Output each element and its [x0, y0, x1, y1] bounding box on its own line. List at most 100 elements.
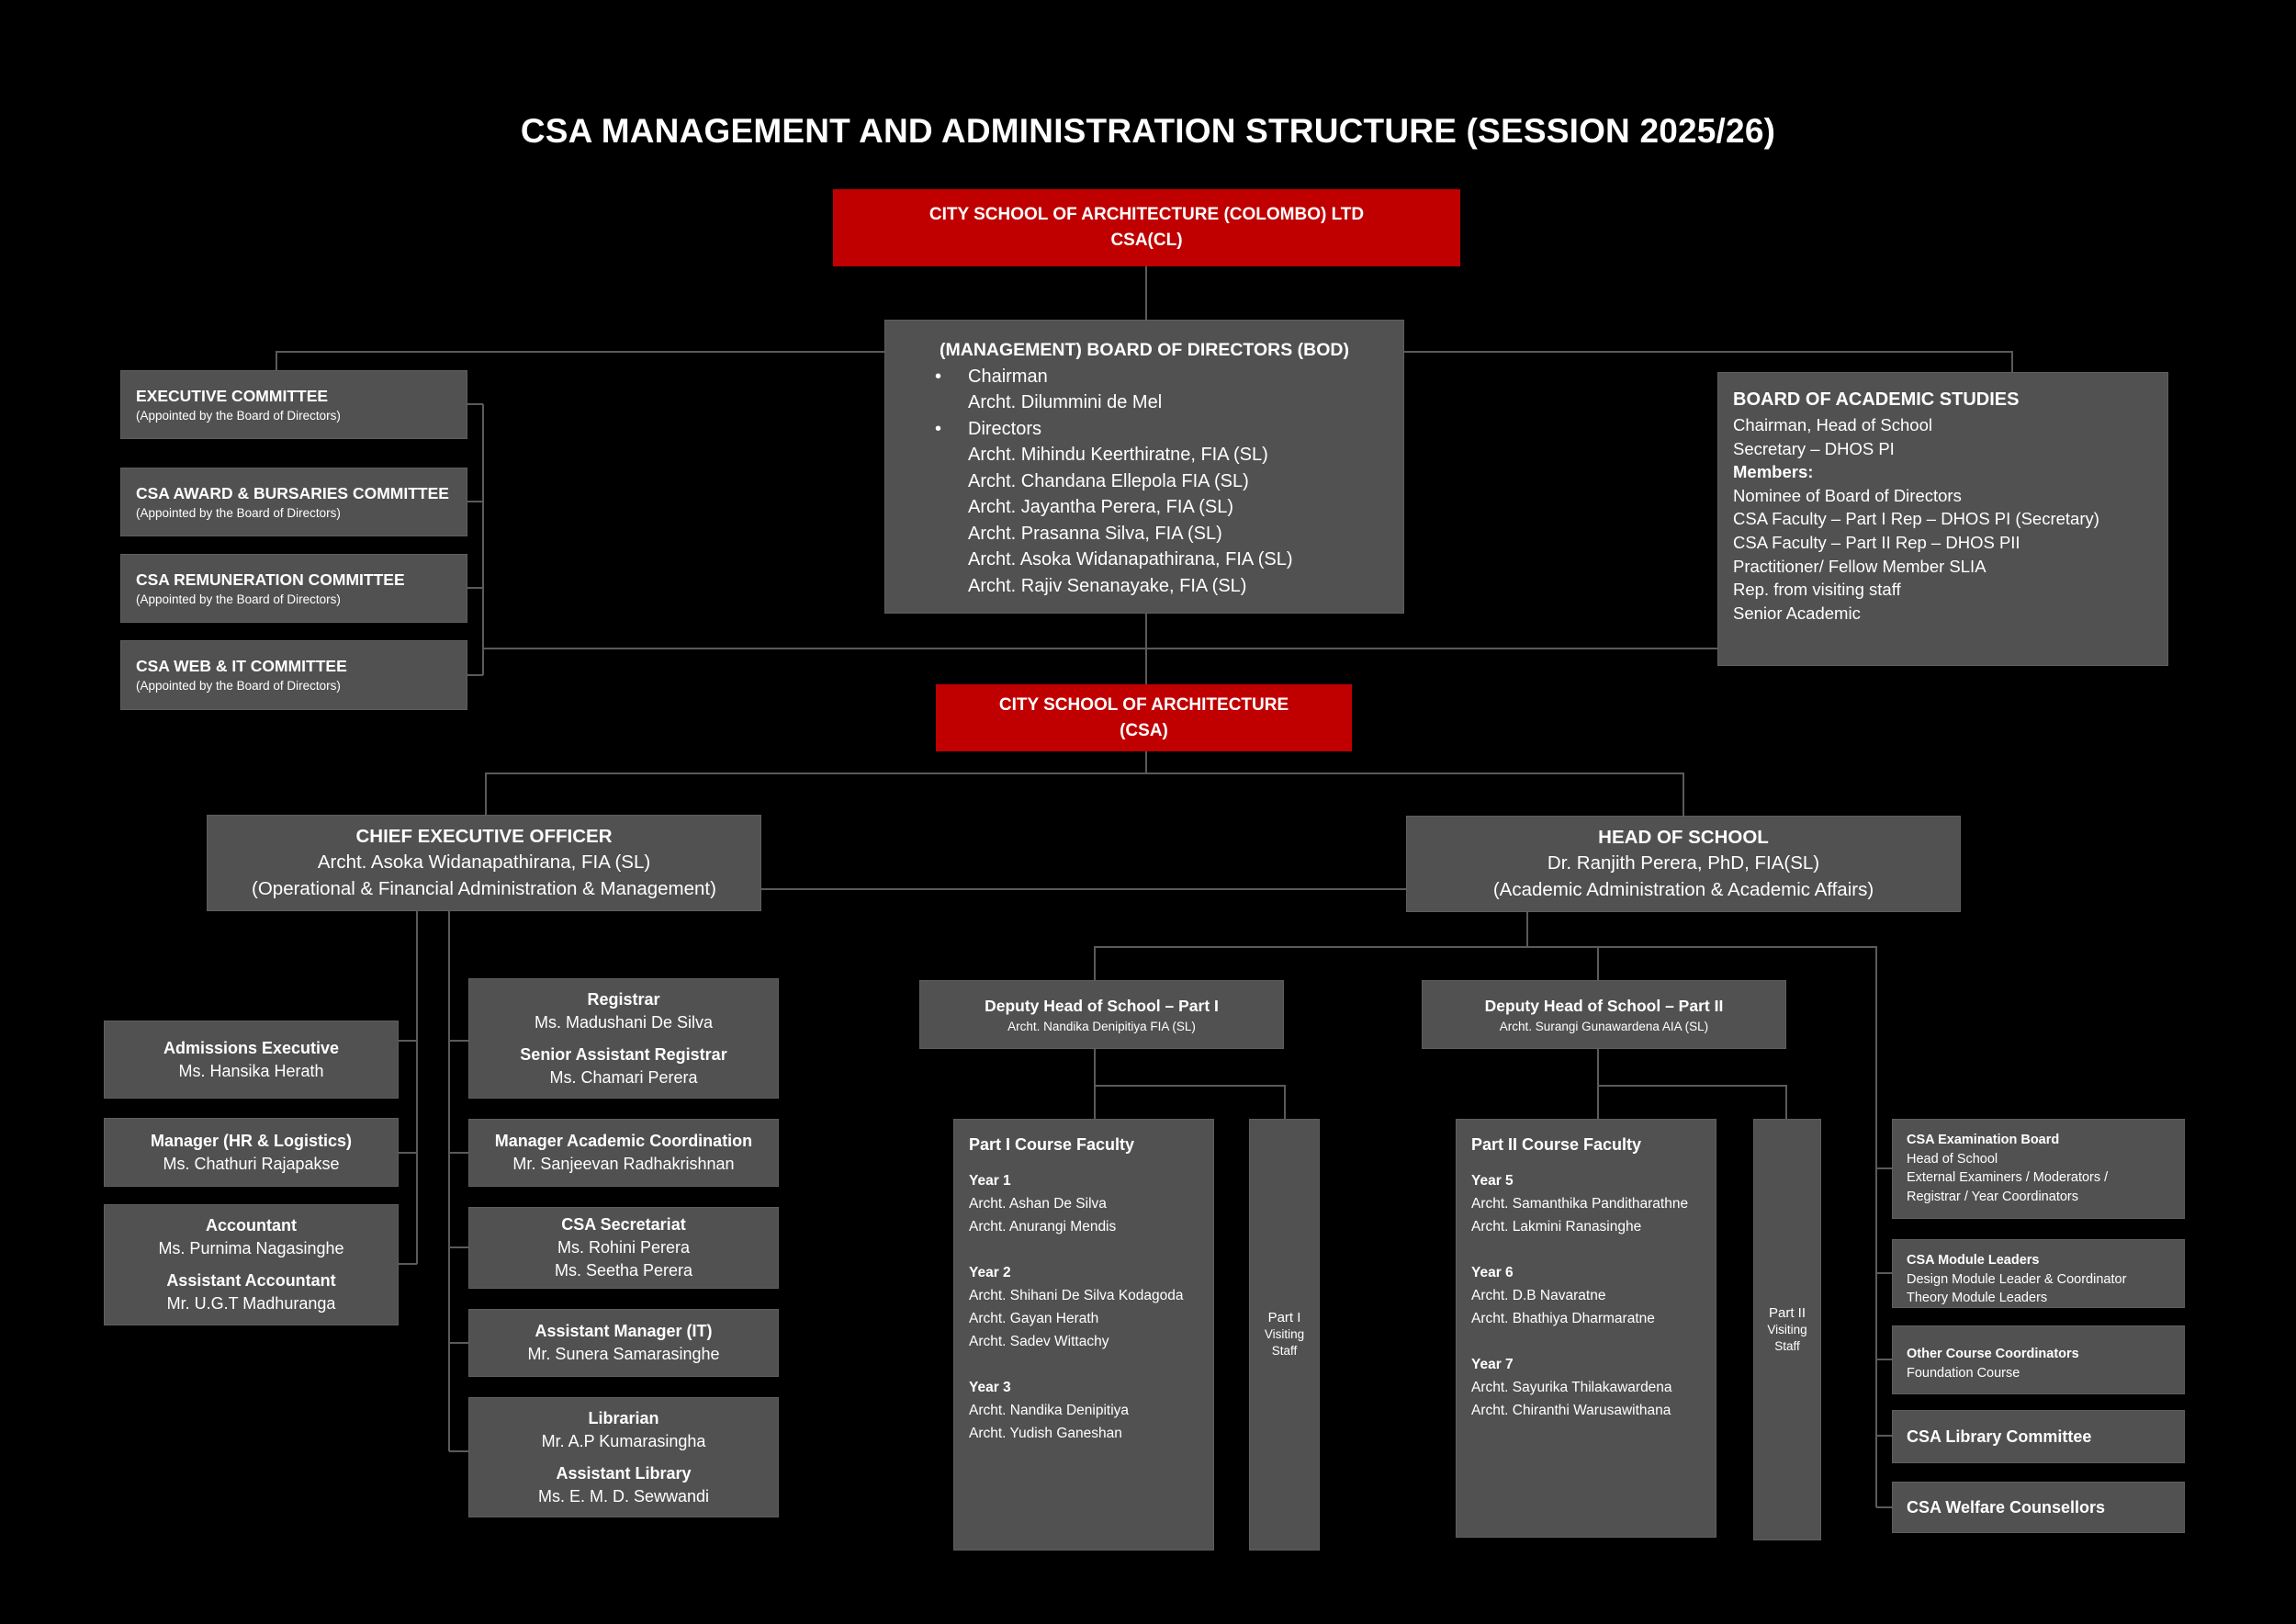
list-item: Mr. Sanjeevan Radhakrishnan — [512, 1155, 735, 1173]
list-heading: Manager Academic Coordination — [494, 1132, 753, 1150]
remuneration-committee-box: CSA REMUNERATION COMMITTEE (Appointed by… — [120, 554, 467, 623]
list-heading: Year 5 — [1471, 1173, 1514, 1189]
board-heading: Other Course Coordinators — [1907, 1347, 2079, 1361]
bod-chairman: Archt. Dilummini de Mel — [968, 392, 1163, 412]
list-item: Chairman, Head of School — [1733, 415, 1932, 434]
dhos2-title: Deputy Head of School – Part II — [1484, 996, 1724, 1015]
list-heading: Assistant Accountant — [166, 1271, 336, 1290]
hos-role: (Academic Administration & Academic Affa… — [1492, 878, 1874, 900]
list-item: Archt. Nandika Denipitiya — [969, 1403, 1130, 1418]
bod-chairman-label: Chairman — [935, 364, 1403, 390]
part1-faculty-heading: Part I Course Faculty — [969, 1135, 1135, 1154]
list-item: Mr. Sunera Samarasinghe — [527, 1345, 720, 1363]
web-it-committee-box: CSA WEB & IT COMMITTEE (Appointed by the… — [120, 640, 467, 710]
list-item: Ms. Madushani De Silva — [534, 1012, 714, 1032]
list-item: Ms. Seetha Perera — [554, 1261, 693, 1280]
deputy-head-part2-box: Deputy Head of School – Part II Archt. S… — [1422, 980, 1786, 1049]
board-of-academic-studies-box: BOARD OF ACADEMIC STUDIES Chairman, Head… — [1717, 372, 2168, 666]
dhos2-name: Archt. Surangi Gunawardena AIA (SL) — [1499, 1019, 1709, 1033]
head-of-school-box: HEAD OF SCHOOL Dr. Ranjith Perera, PhD, … — [1406, 816, 1961, 912]
list-heading: Assistant Library — [556, 1463, 692, 1483]
assistant-manager-it-box: Assistant Manager (IT) Mr. Sunera Samaras… — [468, 1309, 779, 1377]
module-leaders-box: CSA Module Leaders Design Module Leader … — [1892, 1239, 2185, 1308]
list-item: Archt. D.B Navaratne — [1471, 1288, 1606, 1303]
committee-name: CSA AWARD & BURSARIES COMMITTEE — [136, 484, 449, 502]
school-box: CITY SCHOOL OF ARCHITECTURE (CSA) — [936, 684, 1352, 751]
list-item: Ms. E. M. D. Sewwandi — [537, 1486, 710, 1506]
ceo-role: (Operational & Financial Administration … — [252, 877, 716, 899]
board-heading: CSA Module Leaders — [1907, 1253, 2040, 1268]
list-item: Rep. from visiting staff — [1733, 580, 1901, 600]
examination-board-box: CSA Examination Board Head of School Ext… — [1892, 1119, 2185, 1219]
list-heading: Librarian — [588, 1408, 659, 1427]
bod-director: Archt. Chandana Ellepola FIA (SL) — [968, 470, 1249, 491]
deputy-head-part1-box: Deputy Head of School – Part I Archt. Na… — [919, 980, 1284, 1049]
list-item: Senior Academic — [1733, 603, 1861, 623]
list-item: Archt. Lakmini Ranasinghe — [1471, 1219, 1642, 1235]
list-item: CSA Faculty – Part II Rep – DHOS PII — [1733, 532, 2020, 552]
list-item: Archt. Ashan De Silva — [969, 1196, 1107, 1212]
list-item: Ms. Purnima Nagasinghe — [158, 1239, 344, 1257]
list-item: Mr. U.G.T Madhuranga — [166, 1294, 336, 1313]
ceo-name: Archt. Asoka Widanapathirana, FIA (SL) — [317, 851, 651, 874]
hos-title: HEAD OF SCHOOL — [1598, 826, 1769, 848]
list-heading: Year 6 — [1471, 1265, 1514, 1280]
list-heading: Admissions Executive — [163, 1038, 340, 1057]
visiting-label: Part II — [1768, 1304, 1806, 1321]
visiting-label: Part I — [1267, 1310, 1301, 1325]
list-heading: Senior Assistant Registrar — [520, 1044, 727, 1064]
company-name: CITY SCHOOL OF ARCHITECTURE (COLOMBO) LT… — [929, 205, 1365, 224]
list-item: CSA Faculty – Part I Rep – DHOS PI (Secr… — [1733, 509, 2099, 529]
board-heading: CSA Examination Board — [1907, 1133, 2060, 1147]
list-heading: Manager (HR & Logistics) — [150, 1131, 353, 1150]
committee-name: CSA REMUNERATION COMMITTEE — [136, 570, 405, 589]
list-item: Archt. Shihani De Silva Kodagoda — [969, 1288, 1184, 1303]
dhos1-name: Archt. Nandika Denipitiya FIA (SL) — [1007, 1019, 1196, 1033]
bod-director: Archt. Prasanna Silva, FIA (SL) — [968, 523, 1222, 544]
library-committee-box: CSA Library Committee — [1892, 1410, 2185, 1463]
list-item: Ms. Chamari Perera — [549, 1067, 698, 1087]
page-title: CSA MANAGEMENT AND ADMINISTRATION STRUCT… — [520, 112, 1776, 150]
visiting-label: Staff — [1271, 1344, 1298, 1358]
list-heading: Year 3 — [969, 1380, 1011, 1395]
list-item: Archt. Gayan Herath — [969, 1311, 1099, 1326]
list-item: Archt. Yudish Ganeshan — [969, 1426, 1122, 1441]
award-bursaries-committee-box: CSA AWARD & BURSARIES COMMITTEE (Appoint… — [120, 468, 467, 536]
committee-note: (Appointed by the Board of Directors) — [136, 679, 341, 693]
list-heading: Registrar — [587, 989, 660, 1009]
part2-faculty-heading: Part II Course Faculty — [1471, 1135, 1642, 1154]
visiting-label: Staff — [1774, 1338, 1800, 1353]
list-item: Archt. Sayurika Thilakawardena — [1471, 1380, 1672, 1395]
bod-director: Archt. Rajiv Senanayake, FIA (SL) — [968, 575, 1247, 596]
bod-director: Archt. Jayantha Perera, FIA (SL) — [968, 497, 1234, 517]
committee-note: (Appointed by the Board of Directors) — [136, 506, 341, 520]
part1-visiting-staff-box: Part I Visiting Staff — [1249, 1119, 1320, 1551]
list-heading: CSA Secretariat — [561, 1215, 686, 1234]
school-abbr: (CSA) — [1120, 720, 1168, 740]
bod-directors-label: Directors — [935, 416, 1403, 443]
executive-committee-box: EXECUTIVE COMMITTEE (Appointed by the Bo… — [120, 370, 467, 439]
welfare-counsellors-box: CSA Welfare Counsellors — [1892, 1482, 2185, 1533]
committee-name: EXECUTIVE COMMITTEE — [136, 387, 329, 405]
ceo-box: CHIEF EXECUTIVE OFFICER Archt. Asoka Wid… — [207, 815, 761, 911]
bod-director: Archt. Asoka Widanapathirana, FIA (SL) — [968, 549, 1293, 570]
board-heading: CSA Library Committee — [1907, 1427, 2092, 1446]
committee-note: (Appointed by the Board of Directors) — [136, 409, 341, 423]
list-item: Archt. Bhathiya Dharmaratne — [1471, 1311, 1655, 1326]
ceo-title: CHIEF EXECUTIVE OFFICER — [355, 825, 613, 847]
board-line: Foundation Course — [1907, 1365, 2020, 1381]
company-box: CITY SCHOOL OF ARCHITECTURE (COLOMBO) LT… — [833, 189, 1460, 266]
list-heading: Assistant Manager (IT) — [535, 1322, 713, 1340]
board-line: Head of School — [1907, 1151, 1998, 1167]
board-line: Design Module Leader & Coordinator — [1907, 1271, 2127, 1287]
school-name: CITY SCHOOL OF ARCHITECTURE — [998, 694, 1289, 715]
list-item: Ms. Rohini Perera — [557, 1238, 691, 1257]
list-heading: Year 2 — [969, 1265, 1011, 1280]
